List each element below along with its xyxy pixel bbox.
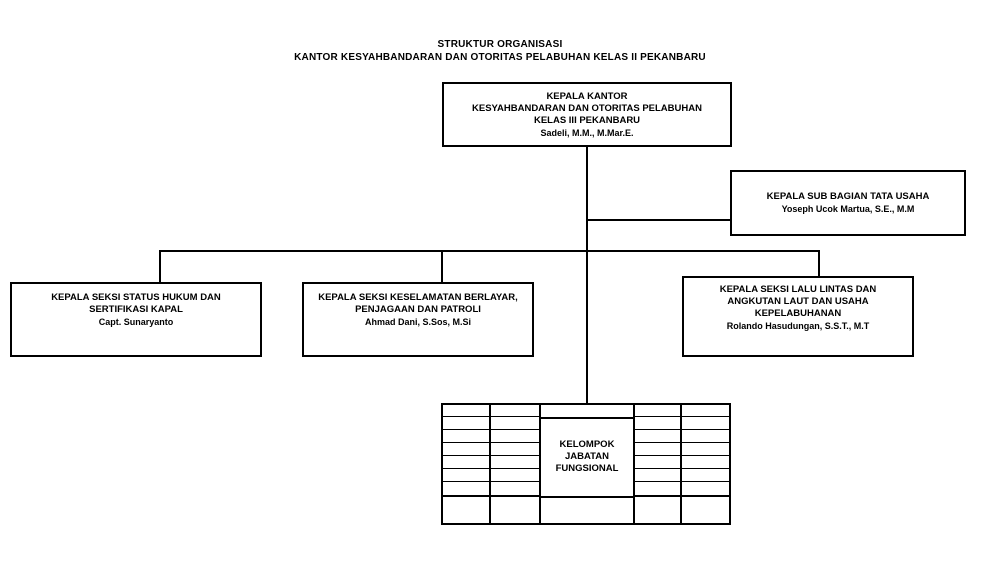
fungsional-grid-row-rule xyxy=(443,481,489,482)
box-kepala-kantor: KEPALA KANTOR KESYAHBANDARAN DAN OTORITA… xyxy=(442,82,732,147)
tata-usaha-line-1: KEPALA SUB BAGIAN TATA USAHA xyxy=(766,191,930,202)
seksi-3-name: Rolando Hasudungan, S.S.T., M.T xyxy=(726,321,870,331)
fungsional-center-top-rule xyxy=(541,417,633,419)
connector-main-vertical xyxy=(586,145,588,405)
seksi-3-line-2: ANGKUTAN LAUT DAN USAHA xyxy=(727,296,869,307)
seksi-3-line-3: KEPELABUHANAN xyxy=(754,308,842,319)
fungsional-grid-row-rule xyxy=(682,442,729,443)
fungsional-grid-row-rule xyxy=(443,495,489,497)
fungsional-grid-row-rule xyxy=(682,416,729,417)
fungsional-grid-row-rule xyxy=(635,416,680,417)
fungsional-grid-row-rule xyxy=(682,481,729,482)
fungsional-line-3: FUNGSIONAL xyxy=(555,463,619,474)
fungsional-grid-row-rule xyxy=(635,442,680,443)
box-seksi-lalu-lintas: KEPALA SEKSI LALU LINTAS DAN ANGKUTAN LA… xyxy=(682,276,914,357)
connector-tata-usaha xyxy=(586,219,731,221)
connector-seksi-3 xyxy=(818,250,820,278)
fungsional-grid-row-rule xyxy=(635,495,680,497)
fungsional-grid-row-rule xyxy=(443,442,489,443)
seksi-1-line-2: SERTIFIKASI KAPAL xyxy=(89,304,183,315)
fungsional-grid-row-rule xyxy=(491,468,539,469)
kepala-kantor-name: Sadeli, M.M., M.Mar.E. xyxy=(540,127,634,138)
fungsional-line-2: JABATAN xyxy=(565,451,609,462)
connector-seksi-1 xyxy=(159,250,161,284)
fungsional-grid-row-rule xyxy=(635,455,680,456)
fungsional-grid-row-rule xyxy=(635,468,680,469)
fungsional-grid-row-rule xyxy=(443,455,489,456)
fungsional-grid-row-rule xyxy=(682,495,729,497)
seksi-2-name: Ahmad Dani, S.Sos, M.Si xyxy=(364,317,472,327)
connector-seksi-2 xyxy=(441,250,443,284)
fungsional-grid-row-rule xyxy=(491,481,539,482)
fungsional-grid-row-rule xyxy=(682,468,729,469)
box-seksi-keselamatan: KEPALA SEKSI KESELAMATAN BERLAYAR, PENJA… xyxy=(302,282,534,357)
kepala-kantor-line-1: KEPALA KANTOR xyxy=(546,90,628,102)
fungsional-grid-row-rule xyxy=(491,455,539,456)
fungsional-grid-col-right-1 xyxy=(635,405,682,523)
fungsional-grid-row-rule xyxy=(443,416,489,417)
box-tata-usaha: KEPALA SUB BAGIAN TATA USAHA Yoseph Ucok… xyxy=(730,170,966,236)
seksi-2-line-1: KEPALA SEKSI KESELAMATAN BERLAYAR, xyxy=(318,292,518,303)
seksi-3-line-1: KEPALA SEKSI LALU LINTAS DAN xyxy=(719,284,877,295)
fungsional-center-cell: KELOMPOK JABATAN FUNGSIONAL xyxy=(539,405,635,523)
chart-title: STRUKTUR ORGANISASI xyxy=(437,39,563,50)
fungsional-grid-row-rule xyxy=(491,416,539,417)
fungsional-grid-col-right-2 xyxy=(682,405,729,523)
fungsional-line-1: KELOMPOK xyxy=(559,439,615,450)
fungsional-grid-col-left-2 xyxy=(491,405,539,523)
seksi-1-name: Capt. Sunaryanto xyxy=(98,317,174,327)
fungsional-grid-row-rule xyxy=(491,495,539,497)
kepala-kantor-line-2: KESYAHBANDARAN DAN OTORITAS PELABUHAN xyxy=(472,102,702,114)
fungsional-grid-row-rule xyxy=(682,429,729,430)
fungsional-center-bottom-rule xyxy=(541,496,633,498)
fungsional-grid-row-rule xyxy=(635,481,680,482)
fungsional-grid-row-rule xyxy=(635,429,680,430)
seksi-1-line-1: KEPALA SEKSI STATUS HUKUM DAN xyxy=(51,292,221,303)
box-seksi-status-hukum: KEPALA SEKSI STATUS HUKUM DAN SERTIFIKAS… xyxy=(10,282,262,357)
seksi-2-line-2: PENJAGAAN DAN PATROLI xyxy=(355,304,481,315)
fungsional-grid-row-rule xyxy=(443,429,489,430)
fungsional-grid-row-rule xyxy=(443,468,489,469)
box-kelompok-jabatan-fungsional: KELOMPOK JABATAN FUNGSIONAL xyxy=(441,403,731,525)
fungsional-grid-col-left-1 xyxy=(443,405,491,523)
connector-seksi-horizontal xyxy=(159,250,820,252)
fungsional-grid-row-rule xyxy=(682,455,729,456)
fungsional-label: KELOMPOK JABATAN FUNGSIONAL xyxy=(541,439,633,475)
fungsional-grid-row-rule xyxy=(491,442,539,443)
fungsional-grid-row-rule xyxy=(491,429,539,430)
kepala-kantor-line-3: KELAS III PEKANBARU xyxy=(533,114,641,126)
tata-usaha-name: Yoseph Ucok Martua, S.E., M.M xyxy=(781,204,915,214)
chart-subtitle: KANTOR KESYAHBANDARAN DAN OTORITAS PELAB… xyxy=(294,52,706,63)
